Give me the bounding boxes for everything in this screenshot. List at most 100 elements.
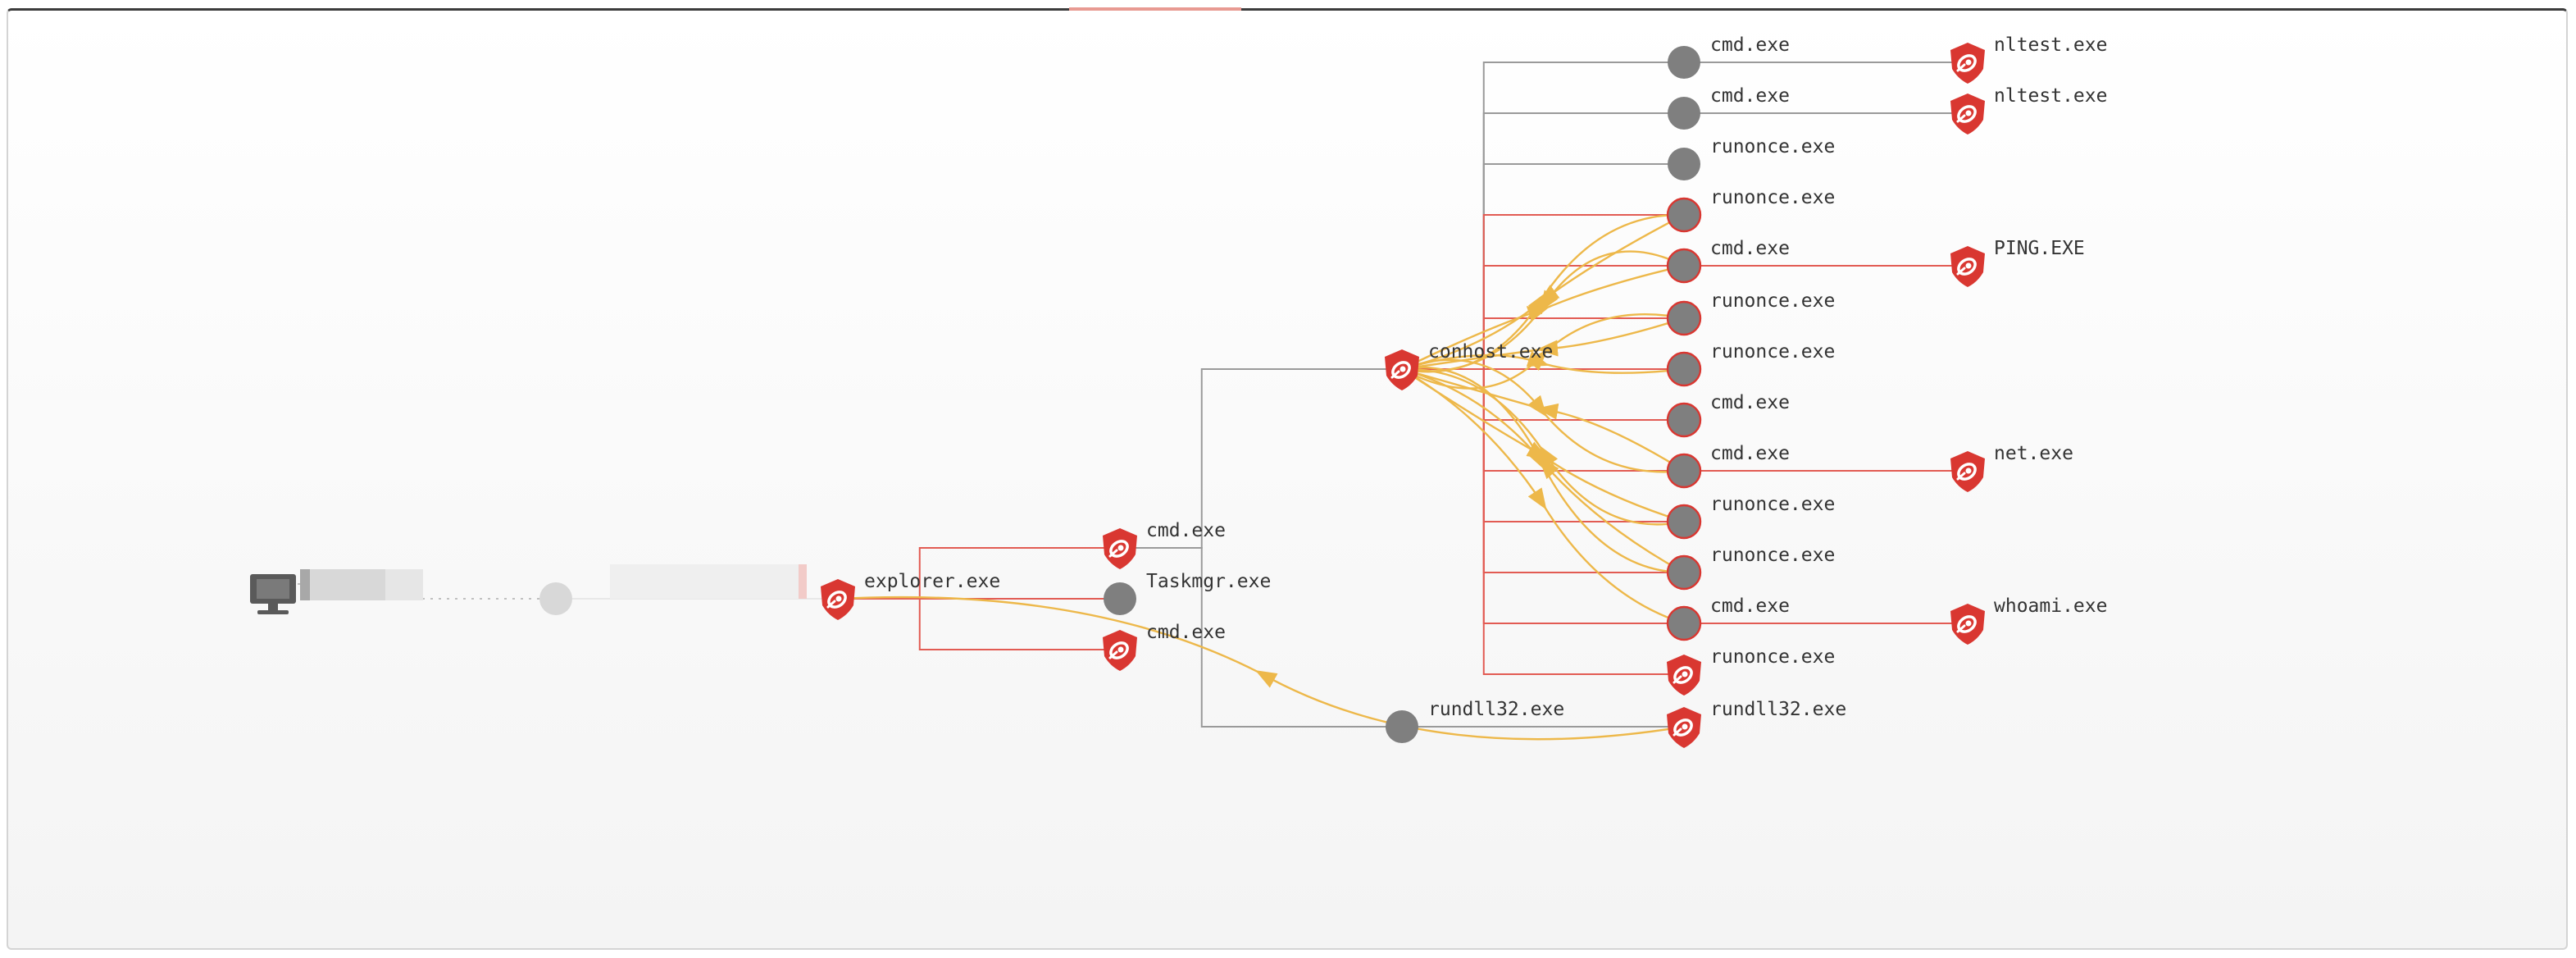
node-c_cmd5[interactable]: cmd.exe (1666, 443, 1790, 489)
injection-conhost-c_run2-tail (1542, 213, 1685, 299)
process-node-icon (1666, 554, 1702, 591)
node-nltest1[interactable]: nltest.exe (1950, 34, 2107, 84)
node-label: runonce.exe (1710, 646, 1835, 668)
injection-conhost-c_run3-tail (1542, 313, 1685, 355)
injection-rundll_b-explorer-tail (837, 595, 1262, 675)
node-c_cmd3[interactable]: cmd.exe (1666, 238, 1790, 284)
node-label: whoami.exe (1994, 595, 2107, 617)
injection-conhost-c_run4-tail (1542, 363, 1685, 374)
process-node-icon (1666, 300, 1702, 336)
node-label: cmd.exe (1710, 443, 1790, 464)
injection-conhost-c_cmd5[interactable] (1401, 358, 1547, 417)
node-c_run5[interactable]: runonce.exe (1666, 494, 1835, 540)
node-c_cmd2[interactable]: cmd.exe (1668, 85, 1790, 130)
process-node-icon (1666, 504, 1702, 540)
node-rundll_a[interactable]: rundll32.exe (1386, 699, 1564, 743)
node-label: cmd.exe (1710, 238, 1790, 259)
redacted-hostname (300, 569, 423, 600)
injection-conhost-c_cmd6-tail (1541, 504, 1685, 625)
injection-c_run5-conhost-tail (1401, 367, 1544, 452)
node-label: cmd.exe (1710, 392, 1790, 413)
node-label: explorer.exe (864, 571, 1000, 592)
process-node-icon (1666, 605, 1702, 641)
node-conhost[interactable]: conhost.exe (1385, 341, 1553, 390)
node-label: runonce.exe (1710, 290, 1835, 312)
injection-conhost-c_cmd3-tail (1542, 264, 1685, 311)
node-cmd2[interactable]: cmd.exe (1103, 622, 1226, 671)
node-ping[interactable]: PING.EXE (1950, 238, 2085, 287)
injection-conhost-c_cmd6[interactable] (1401, 367, 1547, 510)
process-node-icon (1668, 148, 1700, 180)
process-nodes: explorer.execmd.exeTaskmgr.execmd.execon… (539, 34, 2107, 748)
node-net[interactable]: net.exe (1950, 443, 2073, 492)
process-node-icon (1386, 710, 1418, 743)
node-label: PING.EXE (1994, 238, 2085, 259)
panel-active-tab-indicator (1069, 7, 1241, 11)
injection-c_cmd3-conhost-tail (1401, 306, 1544, 372)
node-label: conhost.exe (1428, 341, 1553, 363)
injection-c_run3-conhost[interactable] (1536, 317, 1685, 357)
node-c_cmd1[interactable]: cmd.exe (1668, 34, 1790, 79)
node-label: cmd.exe (1710, 85, 1790, 107)
injection-c_cmd5-conhost[interactable] (1536, 403, 1685, 472)
edge-cmd1-rundll_a (1120, 547, 1402, 728)
node-c_run6[interactable]: runonce.exe (1666, 545, 1835, 591)
edge-explorer-cmd2 (838, 598, 1120, 650)
node-c_cmd6[interactable]: cmd.exe (1666, 595, 1790, 641)
host-node[interactable] (250, 569, 423, 614)
node-whoami[interactable]: whoami.exe (1950, 595, 2107, 645)
node-c_run1[interactable]: runonce.exe (1668, 136, 1835, 180)
redacted-user-label (610, 564, 807, 599)
node-c_run7[interactable]: runonce.exe (1667, 646, 1835, 696)
injection-conhost-c_run6-tail (1541, 464, 1685, 574)
node-label: cmd.exe (1146, 622, 1226, 643)
node-label: nltest.exe (1994, 34, 2107, 56)
injection-arrows (837, 213, 1685, 741)
injection-c_run5-conhost[interactable] (1539, 445, 1685, 526)
process-node-icon (539, 582, 572, 615)
node-c_run4[interactable]: runonce.exe (1666, 341, 1835, 387)
node-label: nltest.exe (1994, 85, 2107, 107)
node-label: cmd.exe (1146, 520, 1226, 541)
process-node-icon (1666, 248, 1702, 284)
node-label: rundll32.exe (1710, 699, 1846, 720)
node-cmd1[interactable]: cmd.exe (1103, 520, 1226, 569)
node-user[interactable] (539, 582, 572, 615)
injection-conhost-c_run5-tail (1542, 455, 1685, 523)
node-c_run3[interactable]: runonce.exe (1666, 290, 1835, 336)
process-node-icon (1666, 197, 1702, 233)
node-label: cmd.exe (1710, 34, 1790, 56)
node-label: cmd.exe (1710, 595, 1790, 617)
injection-c_run3-conhost-tail (1401, 348, 1544, 371)
node-rundll_b[interactable]: rundll32.exe (1667, 699, 1846, 748)
node-label: runonce.exe (1710, 136, 1835, 157)
node-label: Taskmgr.exe (1146, 571, 1271, 592)
node-c_run2[interactable]: runonce.exe (1666, 187, 1835, 233)
process-node-icon (1104, 582, 1136, 615)
injection-c_run6-conhost-tail (1401, 367, 1544, 463)
node-nltest2[interactable]: nltest.exe (1950, 85, 2107, 135)
injection-c_run6-conhost[interactable] (1538, 458, 1685, 574)
process-node-icon (1668, 97, 1700, 130)
process-node-icon (1668, 46, 1700, 79)
node-taskmgr[interactable]: Taskmgr.exe (1104, 571, 1271, 615)
node-explorer[interactable]: explorer.exe (821, 571, 1000, 620)
process-tree-panel (7, 8, 2568, 950)
computer-icon (250, 574, 296, 614)
node-label: runonce.exe (1710, 494, 1835, 515)
node-label: runonce.exe (1710, 187, 1835, 208)
injection-conhost-c_cmd5-tail (1542, 411, 1685, 473)
edge-conhost-c_cmd6 (1402, 368, 1684, 624)
node-c_cmd4[interactable]: cmd.exe (1666, 392, 1790, 438)
node-label: rundll32.exe (1428, 699, 1564, 720)
process-node-icon (1666, 351, 1702, 387)
injection-conhost-c_cmd3[interactable] (1401, 306, 1550, 371)
node-label: net.exe (1994, 443, 2073, 464)
injection-conhost-c_run6[interactable] (1401, 366, 1546, 472)
process-node-icon (1666, 402, 1702, 438)
process-node-icon (1666, 453, 1702, 489)
injection-c_cmd3-conhost[interactable] (1539, 250, 1685, 312)
injection-rundll_b-explorer[interactable] (1255, 670, 1685, 741)
node-label: runonce.exe (1710, 341, 1835, 363)
